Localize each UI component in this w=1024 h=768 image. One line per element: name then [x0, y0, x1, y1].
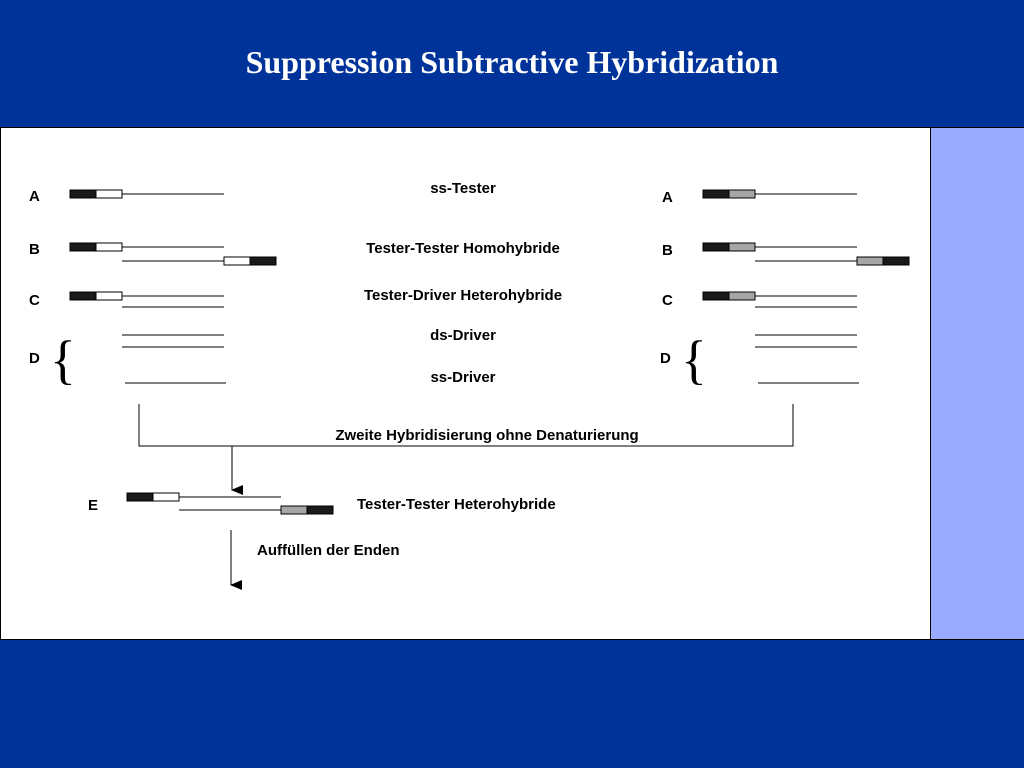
caption-homohybride: Tester-Tester Homohybride [366, 240, 560, 257]
side-panel [931, 128, 1024, 639]
heterohybrid-1-duplex [69, 291, 224, 308]
row-label-d-right: D [660, 350, 671, 367]
tester-heterohybrid-duplex [126, 492, 334, 515]
row-label-c: C [29, 292, 40, 309]
slide-title: Suppression Subtractive Hybridization [245, 44, 779, 80]
brace-left-icon: { [50, 330, 76, 390]
caption-heterohybride: Tester-Driver Heterohybride [364, 287, 562, 304]
ss-tester-1-strand [69, 189, 224, 199]
caption-ss-driver: ss-Driver [430, 369, 495, 386]
brace-right-icon: { [681, 330, 707, 390]
caption-ds-driver: ds-Driver [430, 327, 496, 344]
footer-bar [0, 639, 1024, 768]
ds-driver-2-duplex [755, 334, 857, 348]
ds-driver-1-duplex [122, 334, 224, 348]
caption-tester-heterohybride: Tester-Tester Heterohybride [357, 496, 556, 513]
row-label-e: E [88, 497, 98, 514]
row-label-b-right: B [662, 242, 673, 259]
mixing-bracket [138, 404, 794, 447]
row-label-c-right: C [662, 292, 673, 309]
row-label-a-right: A [662, 189, 673, 206]
row-label-a: A [29, 188, 40, 205]
caption-second-hybridization: Zweite Hybridisierung ohne Denaturierung [335, 427, 638, 444]
row-label-b: B [29, 241, 40, 258]
ss-tester-2-strand [702, 189, 857, 199]
heterohybrid-2-duplex [702, 291, 857, 308]
title-bar: Suppression Subtractive Hybridization [0, 0, 1024, 128]
caption-fill-in: Auffüllen der Enden [257, 542, 400, 559]
caption-ss-tester: ss-Tester [430, 180, 496, 197]
homohybrid-2-duplex [702, 242, 910, 266]
homohybrid-1-duplex [69, 242, 277, 266]
row-label-d: D [29, 350, 40, 367]
